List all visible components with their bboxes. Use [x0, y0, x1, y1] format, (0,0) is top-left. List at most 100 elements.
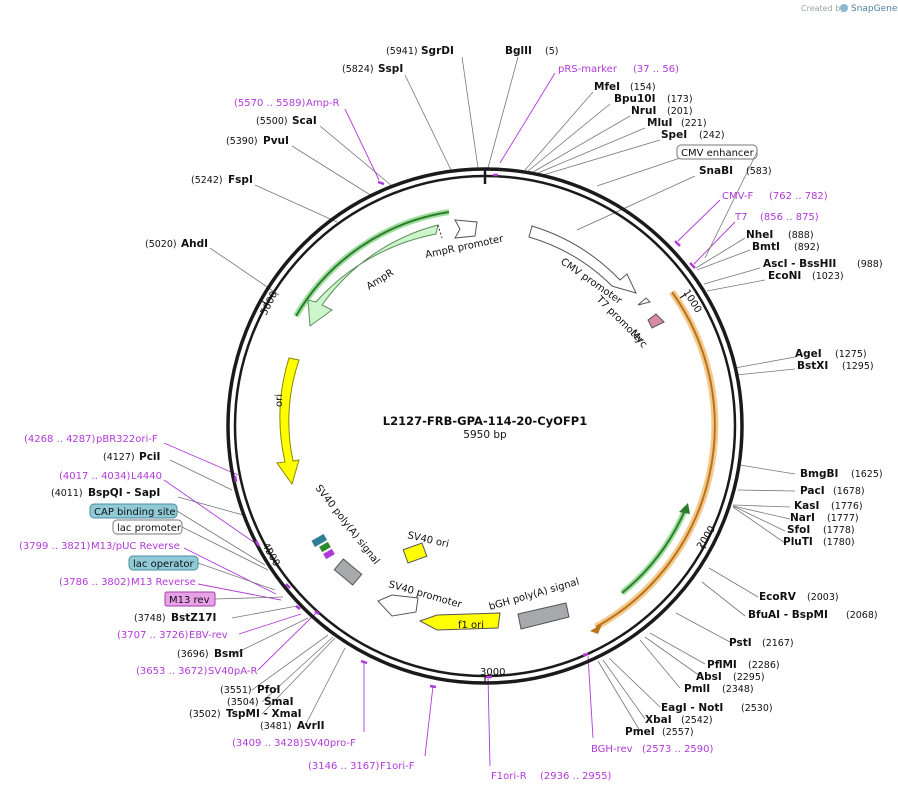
site-bmti-name: BmtI — [752, 241, 780, 253]
site-leader-lines — [169, 56, 796, 732]
created-by-text: Created by — [801, 4, 845, 13]
myc-feature — [647, 313, 665, 329]
cmv-enhancer-leader — [704, 151, 758, 259]
primer-bghrev-range: (2573 .. 2590) — [642, 744, 714, 755]
site-bstz17i-pos: (3748) — [134, 613, 166, 624]
sv40-polya-label: SV40 poly(A) signal — [313, 483, 382, 567]
site-nari-name: NarI — [790, 512, 815, 524]
site-sfoi-pos: (1778) — [823, 525, 855, 536]
primer-sv40pa-range: (3653 .. 3672) — [136, 666, 208, 677]
site-fspi-name: FspI — [228, 174, 253, 186]
site-paci-name: PacI — [800, 485, 825, 497]
site-spei-name: SpeI — [661, 129, 687, 141]
ampr-label: AmpR — [365, 267, 396, 292]
sv40-ori-feature — [402, 542, 428, 564]
primer-l4440-name: L4440 — [131, 471, 162, 482]
site-nrui-pos: (201) — [667, 106, 693, 117]
site-bfuai-name: BfuAI - BspMI — [748, 609, 828, 621]
site-bpu10i-name: Bpu10I — [614, 93, 656, 105]
site-nrui-name: NruI — [631, 105, 656, 117]
site-bglii-name: BglII — [505, 45, 532, 57]
primer-markers — [233, 173, 696, 689]
t7-promoter-feature — [637, 297, 651, 306]
site-pmei-name: PmeI — [625, 726, 655, 738]
cmv-promoter-feature — [528, 225, 637, 294]
site-pvui-pos: (5390) — [226, 136, 258, 147]
site-tspmi-name: TspMI - XmaI — [226, 708, 302, 720]
site-agei-name: AgeI — [795, 348, 822, 360]
ori-label: ori — [274, 394, 285, 407]
tick-3000: 3000 — [480, 667, 505, 678]
site-econi-pos: (1023) — [812, 271, 844, 282]
site-xbai-name: XbaI — [645, 714, 672, 726]
primer-f1orif-range: (3146 .. 3167) — [308, 761, 380, 772]
site-ahdi-name: AhdI — [181, 238, 208, 250]
site-ahdi-pos: (5020) — [145, 239, 177, 250]
ampr-promoter-label: AmpR promoter — [424, 233, 505, 260]
site-bfuai-pos: (2068) — [846, 610, 878, 621]
site-mfei-pos: (154) — [630, 82, 656, 93]
site-snabi-name: SnaBI — [699, 165, 733, 177]
site-mlui-name: MluI — [647, 117, 672, 129]
lac-operator-leader — [197, 562, 276, 591]
site-pmli-name: PmlI — [684, 683, 710, 695]
primer-m13rev-range: (3786 .. 3802) — [59, 577, 131, 588]
primer-leader-lines — [163, 72, 736, 767]
site-sgrdi-name: SgrDI — [421, 45, 454, 57]
ampr-promoter-feature — [454, 219, 478, 239]
m13-rev-label: M13 rev — [169, 595, 210, 606]
primer-pbr-name: pBR322ori-F — [96, 434, 158, 445]
green-arc — [621, 507, 687, 594]
primer-t7-name: T7 — [734, 212, 747, 223]
site-bglii-pos: (5) — [545, 46, 558, 57]
snapgene-icon — [840, 4, 848, 12]
primer-m13rev-name: M13 Reverse — [131, 577, 196, 588]
site-sspi-pos: (5824) — [342, 64, 374, 75]
site-bmgbi-pos: (1625) — [851, 469, 883, 480]
site-bspqi-pos: (4011) — [51, 488, 83, 499]
site-pmei-pos: (2557) — [662, 727, 694, 738]
site-paci-pos: (1678) — [833, 486, 865, 497]
site-eagi-pos: (2530) — [741, 703, 773, 714]
site-smai-name: SmaI — [264, 696, 294, 708]
primer-f1orir-name: F1ori-R — [491, 771, 527, 782]
site-nhei-name: NheI — [746, 229, 773, 241]
site-ecorv-name: EcoRV — [759, 591, 797, 603]
site-bmti-pos: (892) — [794, 242, 820, 253]
lac-operator-label: lac operator — [133, 559, 194, 570]
primer-cmvf-name: CMV-F — [722, 191, 753, 202]
plasmid-size: 5950 bp — [463, 429, 507, 441]
sv40-polya-feature — [333, 558, 363, 586]
ori-feature — [276, 357, 300, 486]
plasmid-name: L2127-FRB-GPA-114-20-CyOFP1 — [383, 414, 587, 428]
cds-arc-orange-head — [590, 624, 602, 634]
site-nhei-pos: (888) — [788, 230, 814, 241]
site-tspmi-pos: (3502) — [189, 709, 221, 720]
sv40-small-green — [319, 541, 331, 553]
primer-m13puc-name: M13/pUC Reverse — [91, 541, 180, 552]
site-pfoi-pos: (3551) — [220, 685, 252, 696]
primer-labels: pRS-marker (37 .. 56) (5570 .. 5589) Amp… — [19, 64, 828, 782]
site-sfoi-name: SfoI — [787, 524, 810, 536]
site-scai-name: ScaI — [292, 115, 317, 127]
cap-binding-label: CAP binding site — [94, 507, 176, 518]
site-asci-pos: (988) — [857, 259, 883, 270]
tick-5000: 5000 — [259, 290, 280, 318]
site-mfei-name: MfeI — [594, 81, 620, 93]
site-sgrdi-pos: (5941) — [386, 46, 418, 57]
site-bspqi-name: BspQI - SapI — [88, 487, 160, 499]
primer-t7-range: (856 .. 875) — [760, 212, 819, 223]
cds-arc-orange — [595, 291, 716, 628]
primer-ebv-range: (3707 .. 3726) — [117, 630, 189, 641]
f1-ori-label: f1 ori — [458, 620, 484, 631]
ampr-promoter-boundary — [437, 224, 443, 239]
site-snabi-pos: (583) — [746, 166, 772, 177]
sv40-small-teal — [311, 533, 328, 547]
snapgene-brand: SnapGene — [851, 4, 898, 14]
primer-bghrev-name: BGH-rev — [591, 744, 633, 755]
cmv-enhancer-label: CMV enhancer — [681, 148, 755, 159]
primer-sv40pro-range: (3409 .. 3428) — [232, 738, 304, 749]
site-pmli-pos: (2348) — [722, 684, 754, 695]
site-bpu10i-pos: (173) — [667, 94, 693, 105]
